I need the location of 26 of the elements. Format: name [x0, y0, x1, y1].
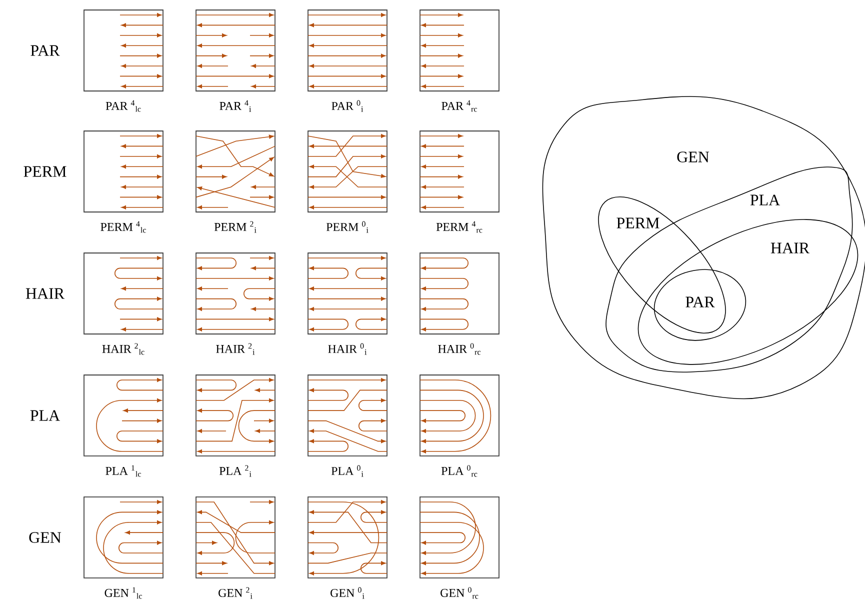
panel-caption: PERM $^{2}$i [214, 221, 256, 233]
row-label: PERM [24, 166, 66, 177]
panel-caption: GEN $^{1}$lc [104, 587, 142, 599]
panel-caption: PERM $^{4}$rc [436, 221, 482, 233]
panel-caption: PAR $^{4}$rc [442, 100, 477, 112]
panel-caption: PAR $^{0}$i [332, 100, 364, 112]
venn-region: PAR [654, 269, 746, 341]
panel-caption: GEN $^{0}$i [330, 587, 364, 599]
panel-caption: GEN $^{2}$i [218, 587, 252, 599]
panel-caption: PLA $^{0}$rc [441, 465, 478, 477]
panel-caption: HAIR $^{0}$i [328, 343, 367, 355]
panel-caption: PERM $^{0}$i [326, 221, 368, 233]
panel-caption: HAIR $^{2}$i [216, 343, 255, 355]
panel-caption: PLA $^{0}$i [331, 465, 364, 477]
row-label: PAR [30, 45, 60, 56]
row-label: PLA [30, 410, 60, 421]
panel-caption: PLA $^{2}$i [219, 465, 252, 477]
panel-caption: PAR $^{4}$lc [106, 100, 141, 112]
row-label: GEN [29, 532, 62, 543]
panel-caption: PERM $^{4}$lc [100, 221, 146, 233]
row-label: HAIR [26, 288, 65, 299]
panel-caption: PAR $^{4}$i [220, 100, 252, 112]
panel-caption: GEN $^{0}$rc [440, 587, 478, 599]
panel-caption: HAIR $^{2}$lc [102, 343, 144, 355]
panel-caption: PLA $^{1}$lc [106, 465, 141, 477]
panel-caption: HAIR $^{0}$rc [438, 343, 481, 355]
